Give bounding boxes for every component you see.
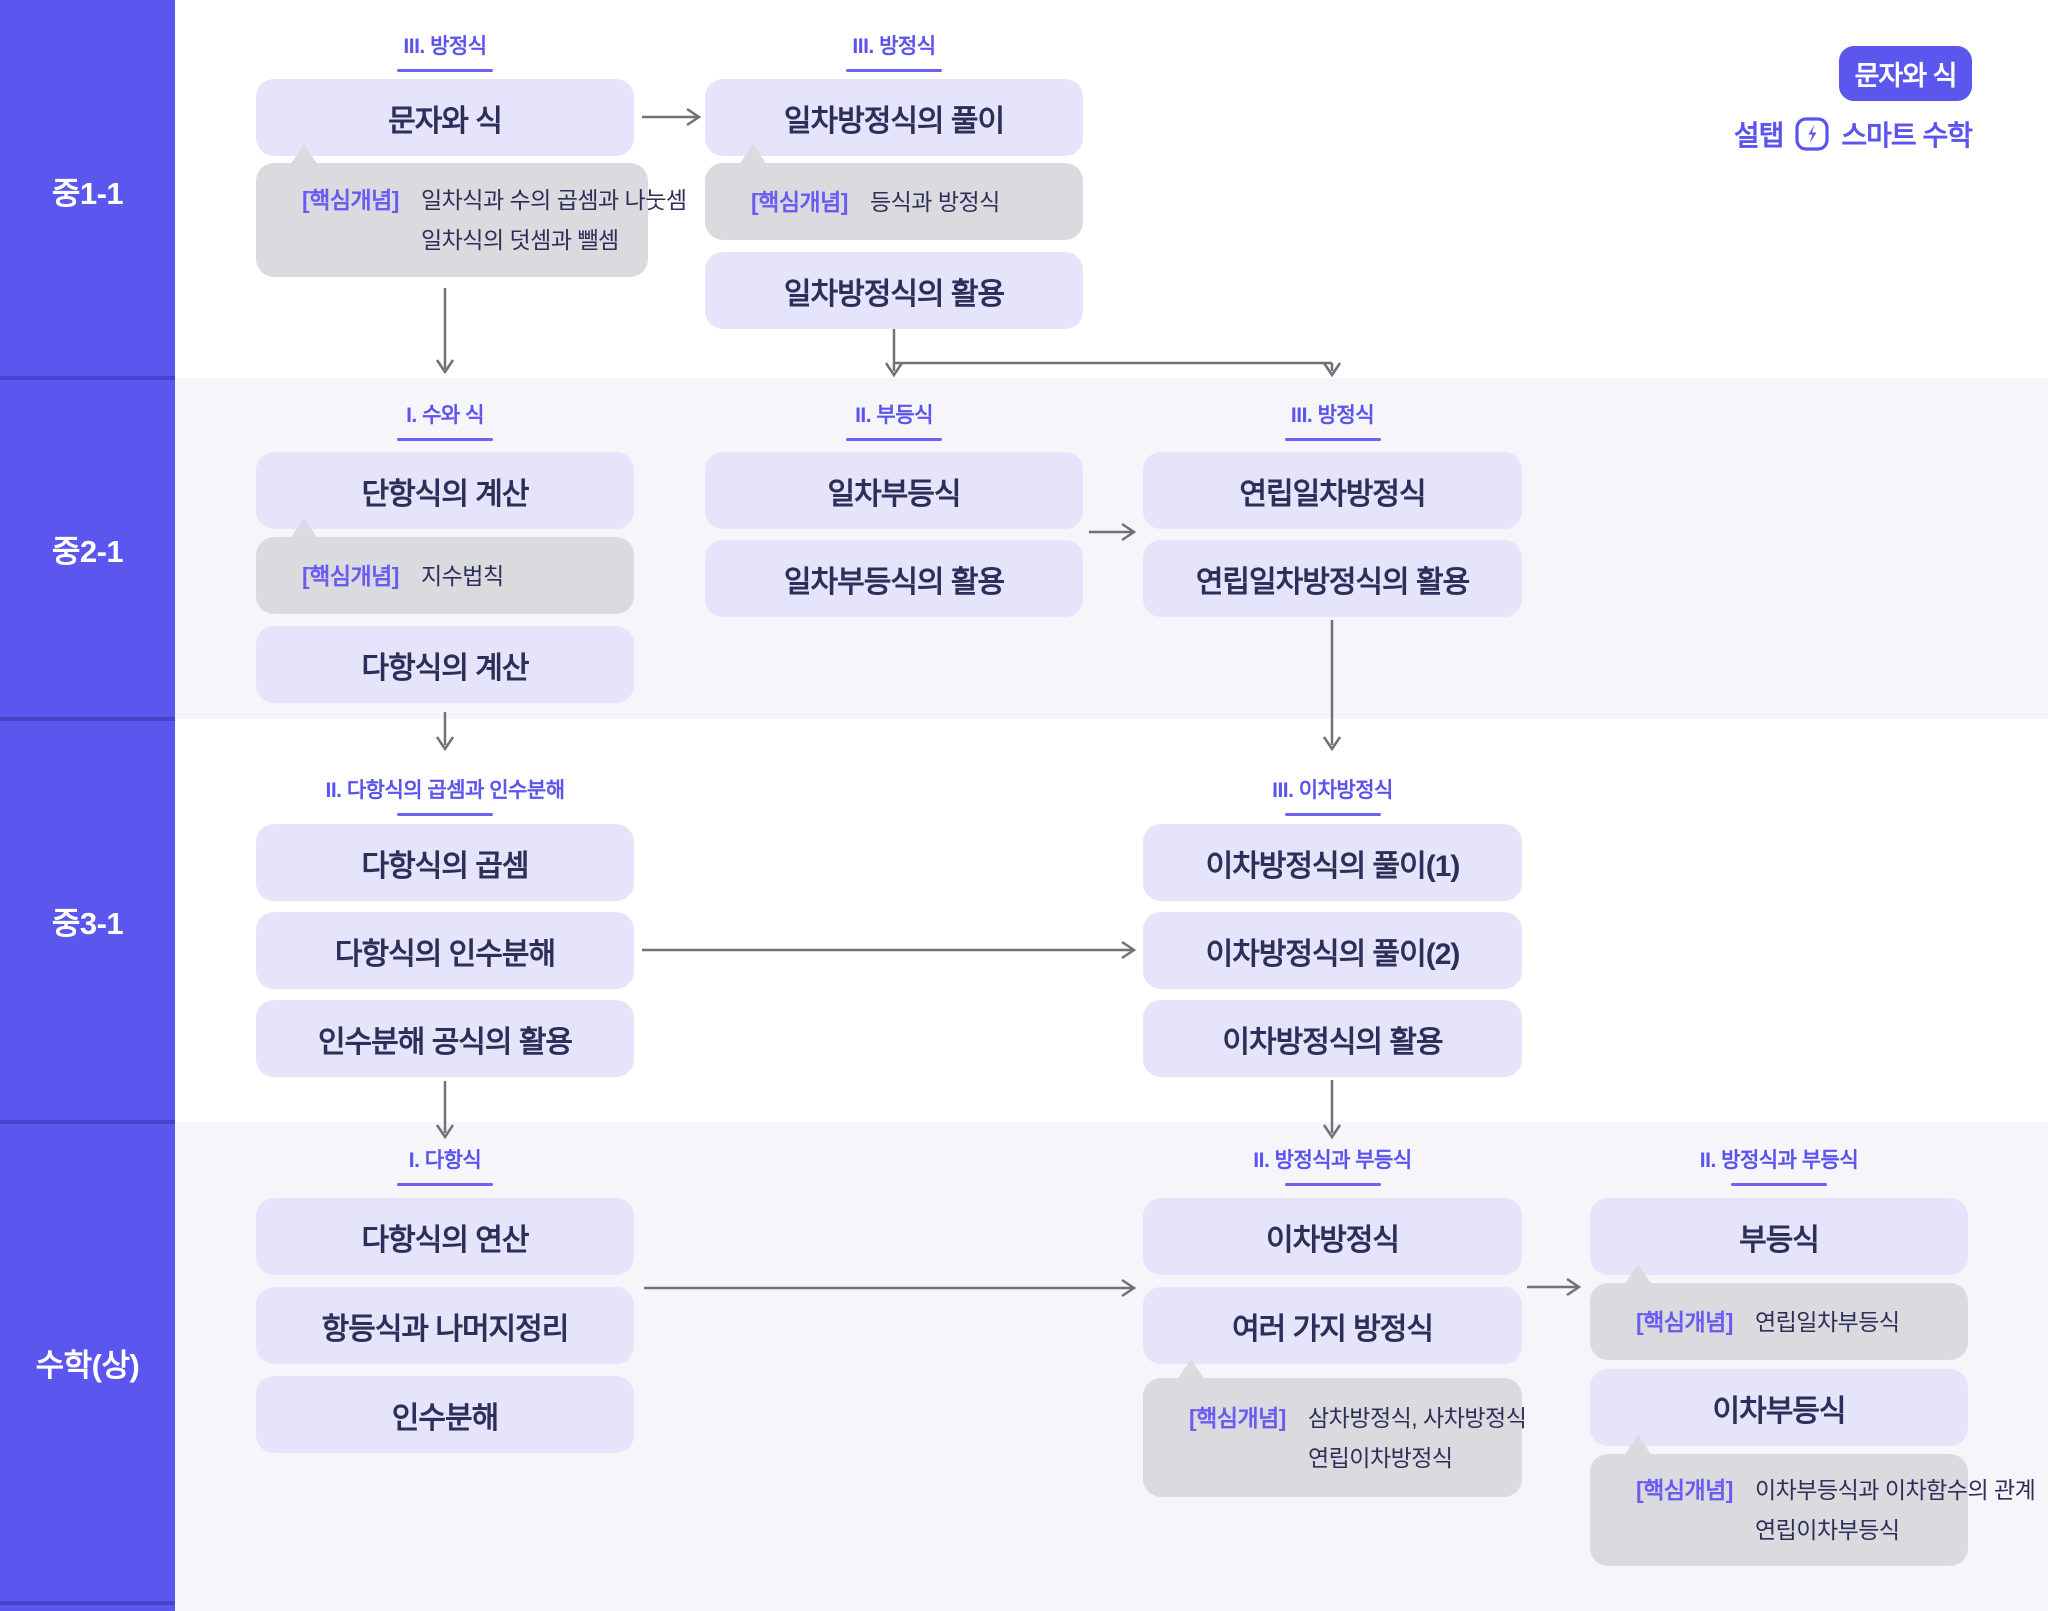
concept-callout-r4-colD-1: [핵심개념] 연립일차부등식 bbox=[1590, 1264, 1968, 1360]
concept-line: 등식과 방정식 bbox=[869, 188, 1000, 215]
brand-name: 설탭 bbox=[1733, 120, 1785, 151]
concept-label: [핵심개념] bbox=[751, 188, 848, 215]
concept-line: 연립이차방정식 bbox=[1307, 1444, 1453, 1471]
concept-callout-r1-colB: [핵심개념] 등식과 방정식 bbox=[705, 144, 1083, 240]
unit-header-r4-colD: II. 방정식과 부등식 bbox=[1590, 1148, 1968, 1186]
sidebar-divider bbox=[0, 1601, 175, 1605]
unit-title: III. 방정식 bbox=[1290, 404, 1375, 427]
topic-box-ilcha-budeungsik: 일차부등식 bbox=[705, 452, 1083, 529]
topic-box-icha-bangjeongsik-puri-1: 이차방정식의 풀이(1) bbox=[1143, 824, 1522, 901]
sidebar-divider bbox=[0, 376, 175, 380]
topic-box-icha-bangjeongsik-puri-2: 이차방정식의 풀이(2) bbox=[1143, 912, 1522, 989]
callout-tail bbox=[290, 144, 318, 165]
topic-box-ilcha-bangjeongsik-puri: 일차방정식의 풀이 bbox=[705, 79, 1083, 156]
unit-underline bbox=[397, 69, 493, 72]
topic-box-ilcha-bangjeongsik-hwalyong: 일차방정식의 활용 bbox=[705, 252, 1083, 329]
callout-tail bbox=[1177, 1359, 1205, 1380]
topic-box-ilcha-budeungsik-hwalyong: 일차부등식의 활용 bbox=[705, 540, 1083, 617]
concept-label: [핵심개념] bbox=[302, 187, 399, 213]
unit-header-r2-colA: I. 수와 식 bbox=[256, 403, 634, 441]
unit-title: III. 이차방정식 bbox=[1272, 779, 1393, 802]
unit-underline bbox=[846, 438, 942, 441]
unit-underline bbox=[1731, 1183, 1827, 1186]
concept-label: [핵심개념] bbox=[1189, 1404, 1286, 1431]
concept-line: 연립이차부등식 bbox=[1754, 1517, 1900, 1543]
topic-box-icha-bangjeongsik: 이차방정식 bbox=[1143, 1198, 1522, 1275]
unit-title: II. 방정식과 부등식 bbox=[1253, 1149, 1412, 1172]
sidebar-divider bbox=[0, 717, 175, 721]
unit-underline bbox=[397, 813, 493, 816]
unit-header-r2-colC: III. 방정식 bbox=[1143, 403, 1522, 441]
grade-label-jung2-1: 중2-1 bbox=[51, 533, 124, 569]
unit-underline bbox=[1284, 1183, 1381, 1186]
unit-title: III. 방정식 bbox=[852, 35, 936, 58]
concept-callout-r4-colD-2: [핵심개념] 이차부등식과 이차함수의 관계 연립이차부등식 bbox=[1590, 1435, 2036, 1566]
topic-box-dahangsik-gyesan: 다항식의 계산 bbox=[256, 626, 634, 703]
concept-callout-r4-colC: [핵심개념] 삼차방정식, 사차방정식 연립이차방정식 bbox=[1143, 1359, 1527, 1497]
topic-box-insubunhae-gongsik-hwalyong: 인수분해 공식의 활용 bbox=[256, 1000, 634, 1077]
topic-box-icha-budeungsik: 이차부등식 bbox=[1590, 1369, 1968, 1446]
unit-title: II. 다항식의 곱셈과 인수분해 bbox=[325, 779, 565, 802]
brand-suffix: 스마트 수학 bbox=[1841, 120, 1973, 151]
callout-tail bbox=[1624, 1435, 1652, 1456]
unit-header-r4-colC: II. 방정식과 부등식 bbox=[1143, 1148, 1522, 1186]
unit-title: II. 방정식과 부등식 bbox=[1699, 1149, 1859, 1172]
concept-callout-r1-colA: [핵심개념] 일차식과 수의 곱셈과 나눗셈 일차식의 덧셈과 뺄셈 bbox=[256, 144, 687, 277]
concept-label: [핵심개념] bbox=[302, 562, 399, 589]
concept-callout-r2-colA: [핵심개념] 지수법칙 bbox=[256, 518, 634, 614]
unit-underline bbox=[397, 438, 493, 441]
concept-line: 일차식과 수의 곱셈과 나눗셈 bbox=[420, 187, 687, 213]
unit-header-r3-colC: III. 이차방정식 bbox=[1143, 778, 1522, 816]
topic-box-munja-wa-sik: 문자와 식 bbox=[256, 79, 634, 156]
unit-header-r1-colA: III. 방정식 bbox=[256, 34, 634, 72]
grade-label-jung1-1: 중1-1 bbox=[51, 175, 124, 211]
topic-box-dahangsik-gopsem: 다항식의 곱셈 bbox=[256, 824, 634, 901]
unit-underline bbox=[397, 1183, 493, 1186]
lightning-bolt-icon bbox=[1795, 117, 1830, 151]
topic-box-icha-bangjeongsik-hwalyong: 이차방정식의 활용 bbox=[1143, 1000, 1522, 1077]
unit-header-r3-colA: II. 다항식의 곱셈과 인수분해 bbox=[256, 778, 634, 816]
topic-box-yeonrip-ilcha-bangjeongsik-hwalyong: 연립일차방정식의 활용 bbox=[1143, 540, 1522, 617]
concept-label: [핵심개념] bbox=[1636, 1477, 1733, 1503]
sidebar-divider bbox=[0, 1120, 175, 1124]
subject-badge: 문자와 식 bbox=[1839, 46, 1972, 101]
unit-title: I. 다항식 bbox=[408, 1149, 482, 1172]
unit-title: I. 수와 식 bbox=[406, 404, 484, 427]
brand-logo: 설탭 스마트 수학 bbox=[1350, 114, 1973, 154]
grade-label-jung3-1: 중3-1 bbox=[51, 905, 124, 941]
unit-title: III. 방정식 bbox=[403, 35, 487, 58]
topic-box-dahangsik-insubunhae: 다항식의 인수분해 bbox=[256, 912, 634, 989]
callout-tail bbox=[739, 144, 767, 165]
unit-title: II. 부등식 bbox=[855, 404, 933, 427]
callout-tail bbox=[290, 518, 318, 539]
topic-box-danhangsik-gyesan: 단항식의 계산 bbox=[256, 452, 634, 529]
unit-header-r2-colB: II. 부등식 bbox=[705, 403, 1083, 441]
topic-box-yeonrip-ilcha-bangjeongsik: 연립일차방정식 bbox=[1143, 452, 1522, 529]
concept-line: 일차식의 덧셈과 뺄셈 bbox=[420, 227, 619, 253]
grade-sidebar: 중1-1 중2-1 중3-1 수학(상) bbox=[0, 0, 175, 1611]
unit-header-r4-colA: I. 다항식 bbox=[256, 1148, 634, 1186]
concept-line: 삼차방정식, 사차방정식 bbox=[1307, 1404, 1527, 1431]
concept-line: 지수법칙 bbox=[420, 562, 504, 589]
concept-label: [핵심개념] bbox=[1636, 1308, 1733, 1335]
concept-line: 이차부등식과 이차함수의 관계 bbox=[1754, 1477, 2036, 1503]
unit-underline bbox=[1284, 438, 1381, 441]
topic-box-yeoreo-gaji-bangjeongsik: 여러 가지 방정식 bbox=[1143, 1287, 1522, 1364]
topic-box-budeungsik: 부등식 bbox=[1590, 1198, 1968, 1275]
concept-line: 연립일차부등식 bbox=[1754, 1308, 1900, 1335]
topic-box-hangdeungsik-nameoji-jeongri: 항등식과 나머지정리 bbox=[256, 1287, 634, 1364]
topic-box-insubunhae: 인수분해 bbox=[256, 1376, 634, 1453]
callout-tail bbox=[1624, 1264, 1652, 1285]
unit-underline bbox=[846, 69, 942, 72]
unit-header-r1-colB: III. 방정식 bbox=[705, 34, 1083, 72]
grade-label-suhak-sang: 수학(상) bbox=[35, 1347, 140, 1383]
topic-box-dahangsik-yeonsan: 다항식의 연산 bbox=[256, 1198, 634, 1275]
unit-underline bbox=[1284, 813, 1381, 816]
